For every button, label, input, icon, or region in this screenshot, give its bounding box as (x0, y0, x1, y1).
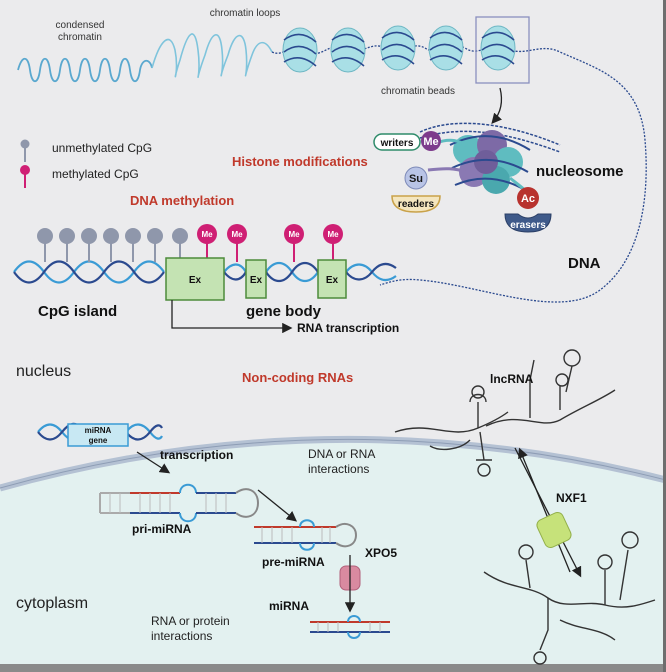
ac-mark (517, 187, 539, 209)
exon-label-3: Ex (326, 275, 339, 286)
mirna-label: miRNA (269, 599, 309, 613)
lncrna-export-arrow-down (514, 447, 582, 578)
readers-badge (391, 195, 441, 213)
chromatin-bead-2 (330, 27, 366, 73)
methylated-cpg-site-2 (227, 224, 247, 262)
chromatin-bead-4 (428, 25, 464, 71)
dna-rna-interactions-label-1: DNA or RNA (308, 447, 375, 461)
nxf1-channel (536, 511, 572, 549)
rna-transcription-label: RNA transcription (297, 321, 399, 335)
lncrna-cytoplasmic (483, 531, 656, 665)
linker-dna (271, 45, 647, 303)
readers-label: readers (398, 199, 435, 210)
pri-mirna-hairpin (99, 483, 260, 523)
unmethylated-cpg-sites (37, 228, 188, 262)
lncrna-export-arrow-up (518, 447, 571, 573)
nuclear-membrane-inner (0, 438, 666, 489)
chromatin-bead-3 (380, 25, 416, 71)
nucleosome-label: nucleosome (536, 163, 624, 180)
exon-box-2 (245, 259, 267, 299)
histone-tail-readers (427, 167, 467, 174)
dna-methylation-title: DNA methylation (130, 193, 234, 208)
pri-to-pre-arrow (257, 489, 298, 522)
me-mark-writers (421, 131, 441, 151)
mirna-gene-label-1: miRNA (85, 426, 112, 435)
chromatin-bead-1 (282, 27, 318, 73)
zoom-box (475, 16, 530, 84)
writers-badge (373, 133, 421, 151)
nxf1-label: NXF1 (556, 491, 587, 505)
non-coding-rnas-title: Non-coding RNAs (242, 370, 353, 385)
dna-rna-interactions-label-2: interactions (308, 462, 369, 476)
chromatin-bead-5 (480, 25, 516, 71)
mature-mirna (310, 615, 390, 639)
gene-helix (223, 261, 397, 283)
rna-protein-interactions-label-2: interactions (151, 629, 212, 643)
legend-unmethylated-label: unmethylated CpG (52, 141, 152, 155)
methylated-cpg-site-3 (284, 224, 304, 262)
legend-methylated-label: methylated CpG (52, 167, 139, 181)
transcription-arrow (171, 300, 293, 334)
su-mark-text: Su (409, 173, 423, 185)
condensed-chromatin-coil (17, 57, 153, 83)
dna-label: DNA (568, 255, 601, 272)
pri-mirna-label: pri-miRNA (132, 522, 192, 536)
pre-mirna-label: pre-miRNA (262, 555, 325, 569)
methyl-mark-1-text: Me (201, 230, 213, 239)
chromatin-loops-label: chromatin loops (210, 8, 281, 19)
legend-methylated-icon (20, 165, 30, 188)
lncrna-nuclear (394, 349, 616, 477)
exon-label-1: Ex (189, 275, 202, 286)
cytoplasm-label: cytoplasm (16, 595, 88, 612)
zoom-arrow (491, 87, 503, 124)
exon-box-1 (165, 257, 225, 301)
chromatin-beads-label: chromatin beads (381, 86, 455, 97)
methylated-cpg-site-4 (323, 224, 343, 262)
cytoplasm-background (0, 439, 666, 672)
methyl-mark-4-text: Me (327, 230, 339, 239)
mirna-gene-label-2: gene (89, 436, 108, 445)
transcription-label: transcription (160, 448, 233, 462)
methyl-mark-3-text: Me (288, 230, 300, 239)
nucleus-label: nucleus (16, 363, 71, 380)
pre-mirna-hairpin (254, 519, 358, 551)
me-mark-writers-text: Me (423, 136, 438, 148)
ac-mark-text: Ac (521, 193, 535, 205)
methyl-mark-2-text: Me (231, 230, 243, 239)
bottom-bar (0, 664, 666, 672)
writers-label: writers (380, 138, 414, 149)
su-mark (404, 166, 428, 190)
histone-modifications-title: Histone modifications (232, 154, 368, 169)
transcription-step-arrow (136, 451, 171, 474)
exon-label-2: Ex (250, 275, 263, 286)
exon-box-3 (317, 259, 347, 299)
right-edge (663, 0, 666, 672)
lncrna-label: lncRNA (490, 372, 534, 386)
erasers-label: erasers (510, 220, 546, 231)
gene-body-label: gene body (246, 303, 322, 320)
chromatin-loops (151, 33, 273, 78)
rna-protein-interactions-label-1: RNA or protein (151, 614, 230, 628)
mirna-gene-box (67, 423, 129, 447)
condensed-chromatin-label-2: chromatin (58, 32, 102, 43)
legend-unmethylated-icon (20, 139, 30, 162)
xpo5-label: XPO5 (365, 546, 397, 560)
cpg-island-label: CpG island (38, 303, 117, 320)
condensed-chromatin-label-1: condensed (56, 20, 105, 31)
erasers-badge (504, 213, 552, 233)
